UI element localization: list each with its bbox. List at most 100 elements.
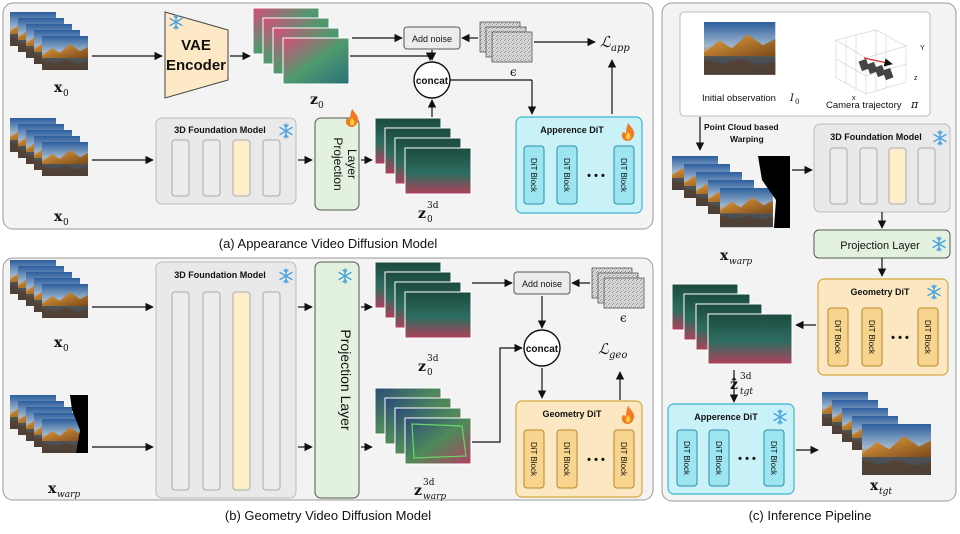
- noise-stack-b: [591, 267, 645, 309]
- dit-block-label: DiT Block: [529, 442, 538, 477]
- dit-block-label: DiT Block: [867, 320, 876, 355]
- vae-label-2: Encoder: [166, 57, 226, 74]
- label-zwarp-3d-sub: warp: [423, 492, 446, 502]
- label-xwarp-c-sub: warp: [729, 257, 752, 267]
- camera-frustums: [858, 58, 894, 81]
- axis-y: Y: [920, 45, 925, 52]
- caption-c: (c) Inference Pipeline: [749, 508, 872, 523]
- label-x0-b: x: [54, 335, 63, 351]
- dit-dots-c-appearance: • • •: [738, 453, 756, 465]
- label-z0: z: [310, 92, 318, 108]
- loss-geo-sub: geo: [609, 350, 627, 361]
- caption-a: (a) Appearance Video Diffusion Model: [219, 236, 438, 251]
- dit-block-label: DiT Block: [833, 320, 842, 355]
- geometry-dit-b: [515, 400, 643, 498]
- dit-blocks-b: [523, 429, 635, 489]
- dit-block-label: DiT Block: [619, 158, 628, 193]
- label-z0-3d-b: z: [418, 359, 426, 375]
- vae-label-1: VAE: [181, 37, 211, 54]
- concat-label-a: concat: [416, 76, 449, 87]
- dit-block-label: DiT Block: [682, 441, 691, 476]
- warped-frames-c: [672, 156, 790, 228]
- latent-z0-3d-stack: [374, 117, 472, 195]
- label-xtgt-sub: tgt: [879, 487, 892, 497]
- latent-zwarp-3d-stack: [374, 387, 472, 465]
- latent-z0-3d-stack-b: [374, 261, 472, 339]
- initial-observation-sub: 0: [795, 98, 799, 106]
- foundation-title-a: 3D Foundation Model: [174, 125, 266, 135]
- label-zwarp-3d-sup: 3d: [423, 478, 435, 488]
- add-noise-box: [403, 26, 461, 50]
- projection-label-c: Projection Layer: [840, 240, 920, 252]
- projection-label-b: Projection Layer: [338, 329, 354, 431]
- appearance-dit-title-c: Apperence DiT: [694, 412, 758, 422]
- initial-observation-image: [704, 22, 776, 75]
- dit-block-label: DiT Block: [923, 320, 932, 355]
- label-z0-3d-b-sub: 0: [427, 368, 433, 378]
- projection-label-a1: Projection: [331, 137, 345, 190]
- foundation-model-a: [155, 117, 297, 205]
- geometry-dit-c: [817, 278, 949, 376]
- label-x0-bottom-sub: 0: [63, 218, 69, 228]
- label-x0-b-sub: 0: [63, 344, 69, 354]
- label-xwarp-b: x: [48, 481, 57, 497]
- dit-block-label: DiT Block: [714, 441, 723, 476]
- noise-stack: [479, 21, 533, 63]
- vae-encoder: [164, 11, 229, 99]
- concat-label-b: concat: [526, 344, 559, 355]
- label-z0-sub: 0: [318, 101, 324, 111]
- label-x0-top: x: [54, 80, 63, 96]
- projection-layer-b: [314, 261, 360, 499]
- label-xwarp-c: x: [720, 248, 729, 264]
- add-noise-label: Add noise: [412, 34, 452, 44]
- add-noise-box-b: [513, 271, 571, 295]
- dit-blocks-c-geometry: [827, 307, 939, 367]
- warping-label-1: Point Cloud based: [704, 122, 779, 132]
- dit-block-label: DiT Block: [769, 441, 778, 476]
- label-x0-top-sub: 0: [63, 89, 69, 99]
- foundation-title-b: 3D Foundation Model: [174, 270, 266, 280]
- label-xtgt: x: [870, 478, 879, 494]
- appearance-dit-c: [667, 403, 795, 495]
- dit-block-label: DiT Block: [562, 442, 571, 477]
- appearance-dit-title-a: Apperence DiT: [540, 125, 604, 135]
- label-z0-3d: z: [418, 206, 426, 222]
- geometry-dit-title-b: Geometry DiT: [542, 409, 602, 419]
- initial-observation-symbol: I: [789, 93, 795, 104]
- label-z0-3d-b-sup: 3d: [427, 354, 439, 364]
- axis-x: x: [852, 95, 856, 102]
- label-x0-bottom: x: [54, 209, 63, 225]
- geometry-dit-title-c: Geometry DiT: [850, 287, 910, 297]
- loss-geo: ℒ: [598, 340, 610, 358]
- input-frames-xwarp-b: [10, 395, 88, 453]
- projection-layer-a: [314, 117, 360, 211]
- dit-block-label: DiT Block: [529, 158, 538, 193]
- add-noise-label-b: Add noise: [522, 279, 562, 289]
- dit-dots-b: • • •: [587, 454, 605, 466]
- dit-dots-a: • • •: [587, 170, 605, 182]
- warping-label-2: Warping: [730, 134, 764, 144]
- dit-block-label: DiT Block: [562, 158, 571, 193]
- foundation-model-b: [155, 261, 297, 499]
- appearance-dit-a: [515, 116, 643, 214]
- label-z0-3d-sub: 0: [427, 215, 433, 225]
- foundation-title-c: 3D Foundation Model: [830, 132, 922, 142]
- dit-dots-c-geometry: • • •: [891, 332, 909, 344]
- projection-label-a2: Layer: [345, 149, 359, 179]
- latent-ztgt-stack: [671, 283, 793, 365]
- loss-app-sub: app: [611, 43, 630, 54]
- dit-block-label: DiT Block: [619, 442, 628, 477]
- latent-z0-stack: [252, 7, 350, 85]
- dit-blocks-a: [523, 145, 635, 205]
- caption-b: (b) Geometry Video Diffusion Model: [225, 508, 431, 523]
- concat-node-b: [523, 329, 561, 367]
- camera-trajectory-label: Camera trajectory: [826, 100, 902, 111]
- label-ztgt-sup: 3d: [740, 372, 752, 382]
- axis-z: z: [914, 75, 918, 82]
- label-epsilon-b: ϵ: [620, 311, 627, 325]
- initial-observation-label: Initial observation: [702, 93, 776, 104]
- label-ztgt-sub: tgt: [740, 387, 753, 397]
- label-epsilon-a: ϵ: [510, 65, 517, 79]
- label-xwarp-b-sub: warp: [57, 490, 80, 500]
